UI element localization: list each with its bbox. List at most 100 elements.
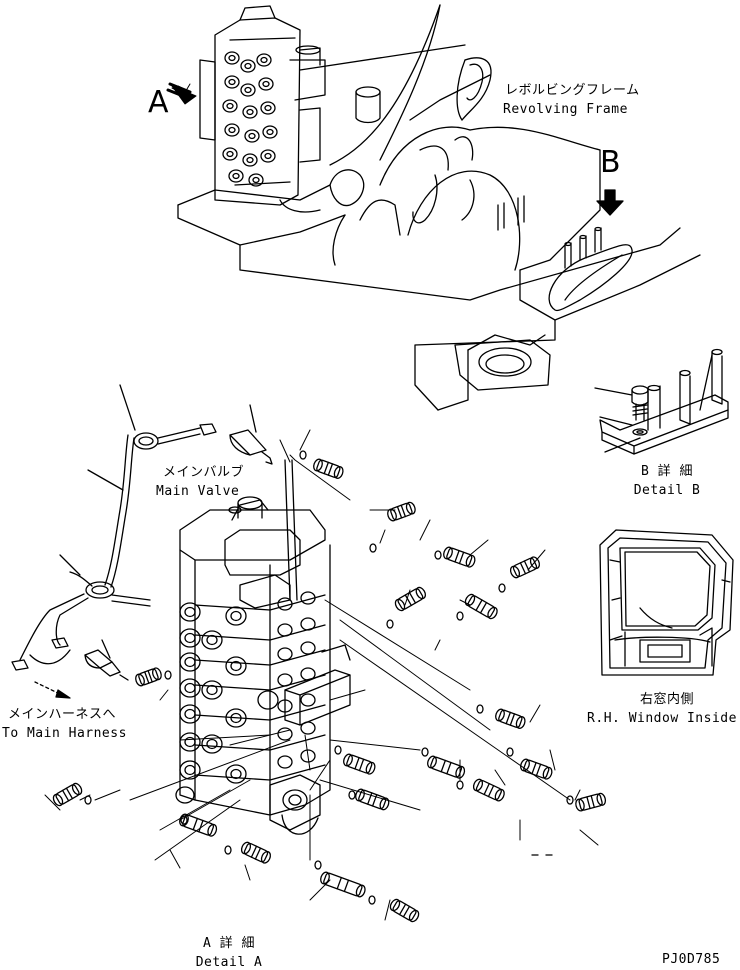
right-port — [278, 624, 292, 636]
top-port-core — [265, 154, 271, 159]
fitting-end — [342, 753, 354, 767]
fitting-end — [134, 673, 146, 687]
fitting-body — [390, 503, 413, 521]
spool-port-core — [231, 662, 241, 671]
fitting-body — [392, 900, 417, 921]
fitting — [442, 546, 476, 568]
fitting-hex — [532, 763, 541, 776]
fitting-end — [312, 458, 324, 472]
spool-port-core — [185, 738, 195, 747]
top-port-core — [233, 174, 239, 179]
spool-port — [180, 653, 200, 671]
o-ring — [457, 781, 463, 789]
o-ring — [335, 746, 341, 754]
detail-a-label-en: Detail A — [195, 955, 263, 970]
top-port-circle — [245, 130, 259, 142]
fitting-end — [509, 565, 521, 579]
fitting-hex — [506, 712, 514, 725]
fitting-hex — [63, 788, 73, 801]
top-port-circle — [223, 100, 237, 112]
spool-port — [226, 709, 246, 727]
view-b-marker: B — [600, 145, 621, 180]
spool-port-core — [207, 740, 217, 749]
top-port-circle — [261, 150, 275, 162]
fitting-hex — [520, 561, 529, 574]
fitting-hex — [587, 796, 594, 809]
spool-port — [180, 761, 200, 779]
fitting-hex — [355, 758, 364, 771]
fitting-end — [442, 546, 454, 560]
right-port — [301, 618, 315, 630]
top-port-core — [247, 110, 253, 115]
fitting-end — [354, 788, 366, 802]
fitting-hex — [476, 600, 487, 613]
spool-port — [226, 607, 246, 625]
drawing-code: PJ0D785 — [662, 952, 721, 967]
fitting — [472, 778, 506, 802]
detail-b-drawing — [595, 350, 728, 455]
fitting-end — [494, 708, 506, 722]
o-ring — [349, 791, 355, 799]
spool-port — [202, 631, 222, 649]
fitting-end — [454, 765, 466, 779]
o-ring — [165, 671, 171, 679]
spool-port-core — [185, 766, 195, 775]
fitting-end — [240, 841, 252, 855]
fitting — [134, 667, 163, 687]
top-port-circle — [257, 54, 271, 66]
fitting-hex — [400, 904, 410, 917]
fitting-body — [397, 588, 424, 610]
main-valve-label-en: Main Valve — [156, 484, 240, 499]
revolving-frame-label-en: Revolving Frame — [503, 102, 628, 117]
fitting-body — [430, 756, 462, 778]
fitting-end — [464, 593, 477, 607]
fitting-end — [426, 755, 438, 769]
fitting-hex — [405, 593, 415, 606]
fitting — [575, 792, 607, 811]
fitting-body — [475, 780, 502, 801]
fitting — [312, 458, 344, 480]
o-ring — [457, 612, 463, 620]
top-port-core — [229, 128, 235, 133]
view-a-marker: A — [148, 85, 169, 120]
rh-window-drawing — [600, 530, 733, 675]
right-port — [278, 728, 292, 740]
o-ring — [567, 796, 573, 804]
right-port — [278, 648, 292, 660]
top-port-circle — [241, 60, 255, 72]
main-valve-label-jp: メインバルブ — [163, 465, 245, 480]
top-port-circle — [261, 102, 275, 114]
spool-port — [226, 657, 246, 675]
right-port — [301, 642, 315, 654]
fitting-end — [386, 508, 398, 522]
fitting-end — [542, 766, 554, 780]
fitting-end — [71, 782, 84, 796]
spool-port-core — [185, 684, 195, 693]
fitting — [178, 813, 218, 837]
top-port-circle — [225, 124, 239, 136]
o-ring — [435, 551, 441, 559]
right-port — [301, 694, 315, 706]
fitting-body — [578, 794, 602, 811]
fitting — [494, 708, 526, 730]
top-port-circle — [229, 170, 243, 182]
fitting-end — [379, 797, 391, 811]
fitting-end — [515, 716, 527, 730]
o-ring — [300, 451, 306, 459]
fitting-end — [529, 556, 541, 570]
o-ring — [370, 544, 376, 552]
hose-fittings — [52, 451, 607, 923]
top-port-core — [229, 80, 235, 85]
top-port-core — [265, 106, 271, 111]
top-port-core — [263, 82, 269, 87]
revolving-frame-drawing — [178, 5, 700, 410]
spool-port — [180, 705, 200, 723]
fitting-end — [52, 793, 65, 807]
top-port-circle — [249, 174, 263, 186]
fitting-body — [138, 668, 159, 685]
spool-port — [176, 787, 194, 803]
top-port-core — [267, 130, 273, 135]
fitting — [464, 593, 499, 620]
fitting-end — [319, 871, 331, 885]
